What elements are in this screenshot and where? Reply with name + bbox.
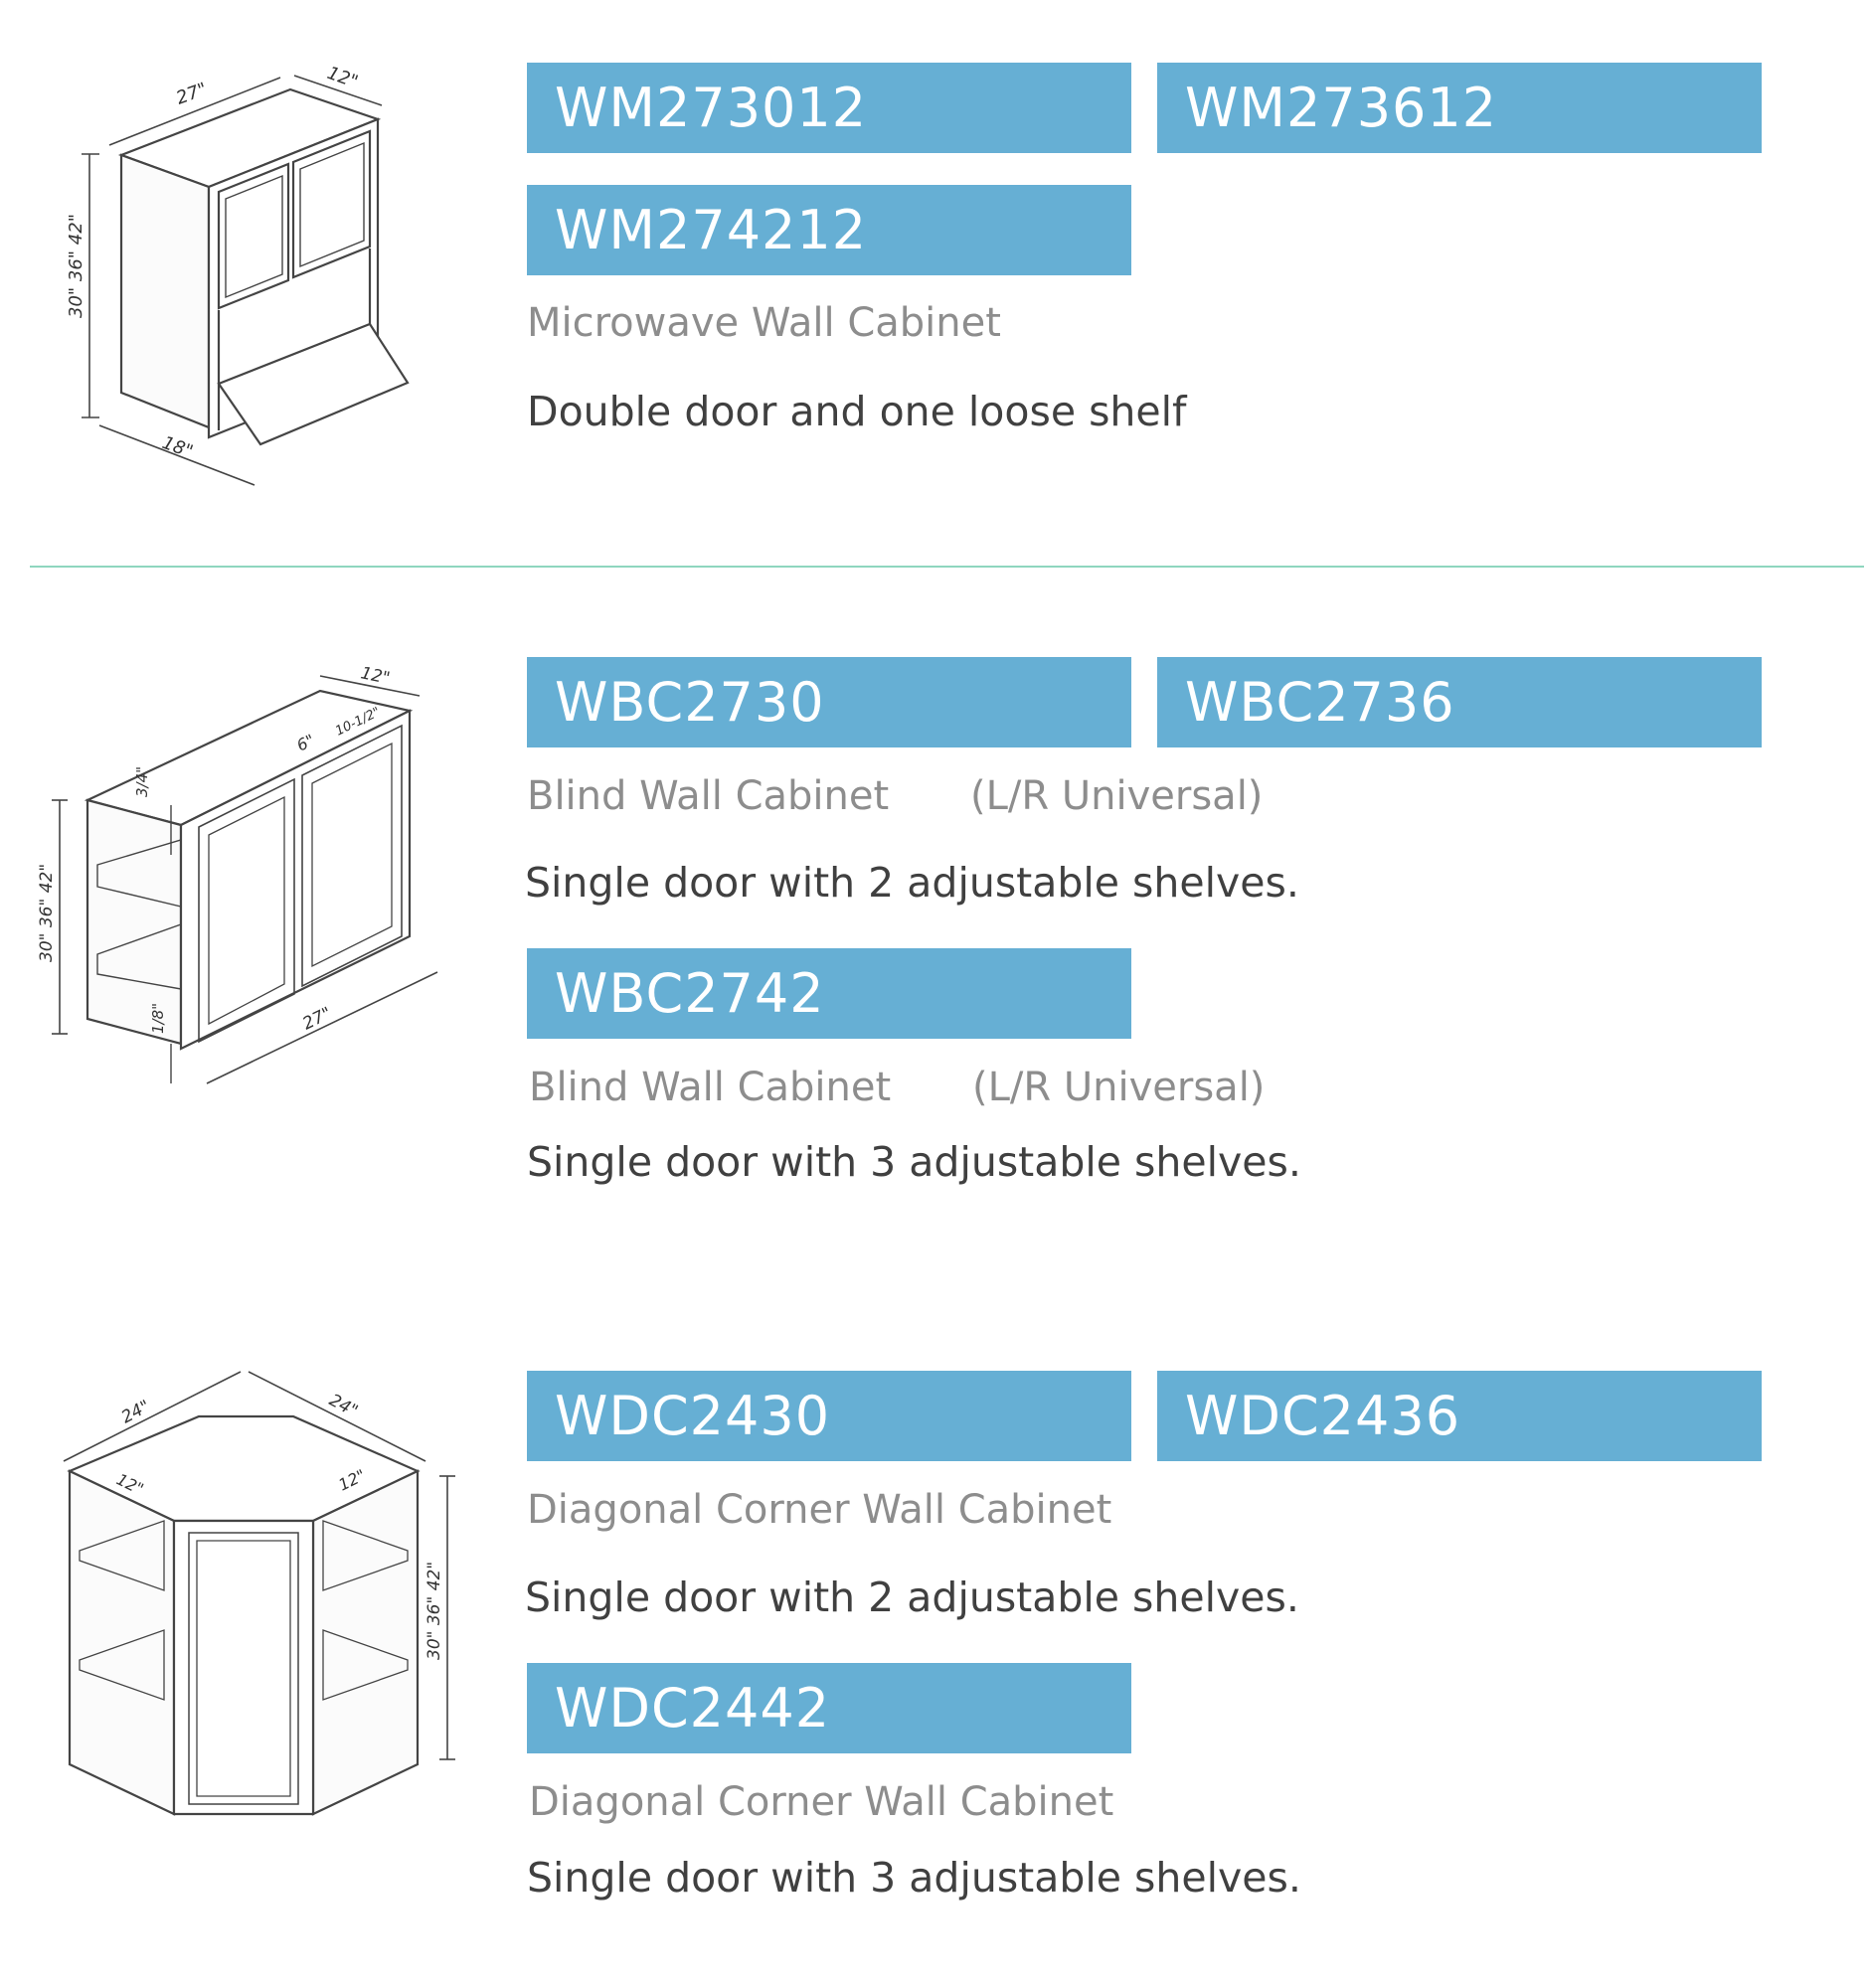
- product-code[interactable]: WM273012: [527, 63, 1131, 153]
- height-dim-label: 30" 36" 42": [66, 214, 86, 318]
- product-code[interactable]: WDC2442: [527, 1663, 1131, 1753]
- cabinet-title: Microwave Wall Cabinet: [527, 300, 1001, 346]
- product-code[interactable]: WBC2736: [1157, 657, 1762, 747]
- cabinet-description: Single door with 3 adjustable shelves.: [527, 1854, 1301, 1902]
- width-dim-label: 27": [174, 79, 210, 108]
- cabinet-note: (L/R Universal): [970, 773, 1264, 819]
- product-code[interactable]: WBC2730: [527, 657, 1131, 747]
- blind-wall-cabinet-drawing: 12" 6" 10-1/2" 3/4" 1/8" 27" 30" 36" 42": [37, 663, 438, 1084]
- cabinet-title: Diagonal Corner Wall Cabinet: [529, 1779, 1114, 1825]
- width-dim-label: 27": [299, 1004, 334, 1035]
- product-code[interactable]: WM274212: [527, 185, 1131, 275]
- top-dim-label: 3/4": [133, 766, 151, 797]
- cabinet-title: Diagonal Corner Wall Cabinet: [527, 1487, 1112, 1533]
- cabinet-description: Double door and one loose shelf: [527, 388, 1187, 435]
- section-divider: [30, 566, 1864, 568]
- cabinet-title: Blind Wall Cabinet: [527, 773, 890, 819]
- side-right-dim-label: 24": [326, 1391, 361, 1421]
- cabinet-description: Single door with 3 adjustable shelves.: [527, 1138, 1301, 1186]
- height-dim-label: 30" 36" 42": [425, 1562, 444, 1660]
- bottom-dim-label: 1/8": [149, 1003, 167, 1034]
- product-code[interactable]: WM273612: [1157, 63, 1762, 153]
- product-code[interactable]: WDC2436: [1157, 1371, 1762, 1461]
- height-dim-label: 30" 36" 42": [37, 864, 57, 962]
- cabinet-note: (L/R Universal): [972, 1065, 1266, 1110]
- diagonal-corner-wall-cabinet-drawing: 24" 24" 12" 12" 30" 36" 42": [63, 1371, 455, 1816]
- cabinet-description: Single door with 2 adjustable shelves.: [525, 1574, 1299, 1621]
- cabinet-title: Blind Wall Cabinet: [529, 1065, 892, 1110]
- side-left-dim-label: 24": [118, 1397, 153, 1427]
- shelf-dim-label: 18": [159, 432, 195, 462]
- product-code[interactable]: WDC2430: [527, 1371, 1131, 1461]
- product-code[interactable]: WBC2742: [527, 948, 1131, 1039]
- microwave-wall-cabinet-drawing: 27" 12" 30" 36" 42" 18": [66, 63, 410, 486]
- cabinet-description: Single door with 2 adjustable shelves.: [525, 859, 1299, 907]
